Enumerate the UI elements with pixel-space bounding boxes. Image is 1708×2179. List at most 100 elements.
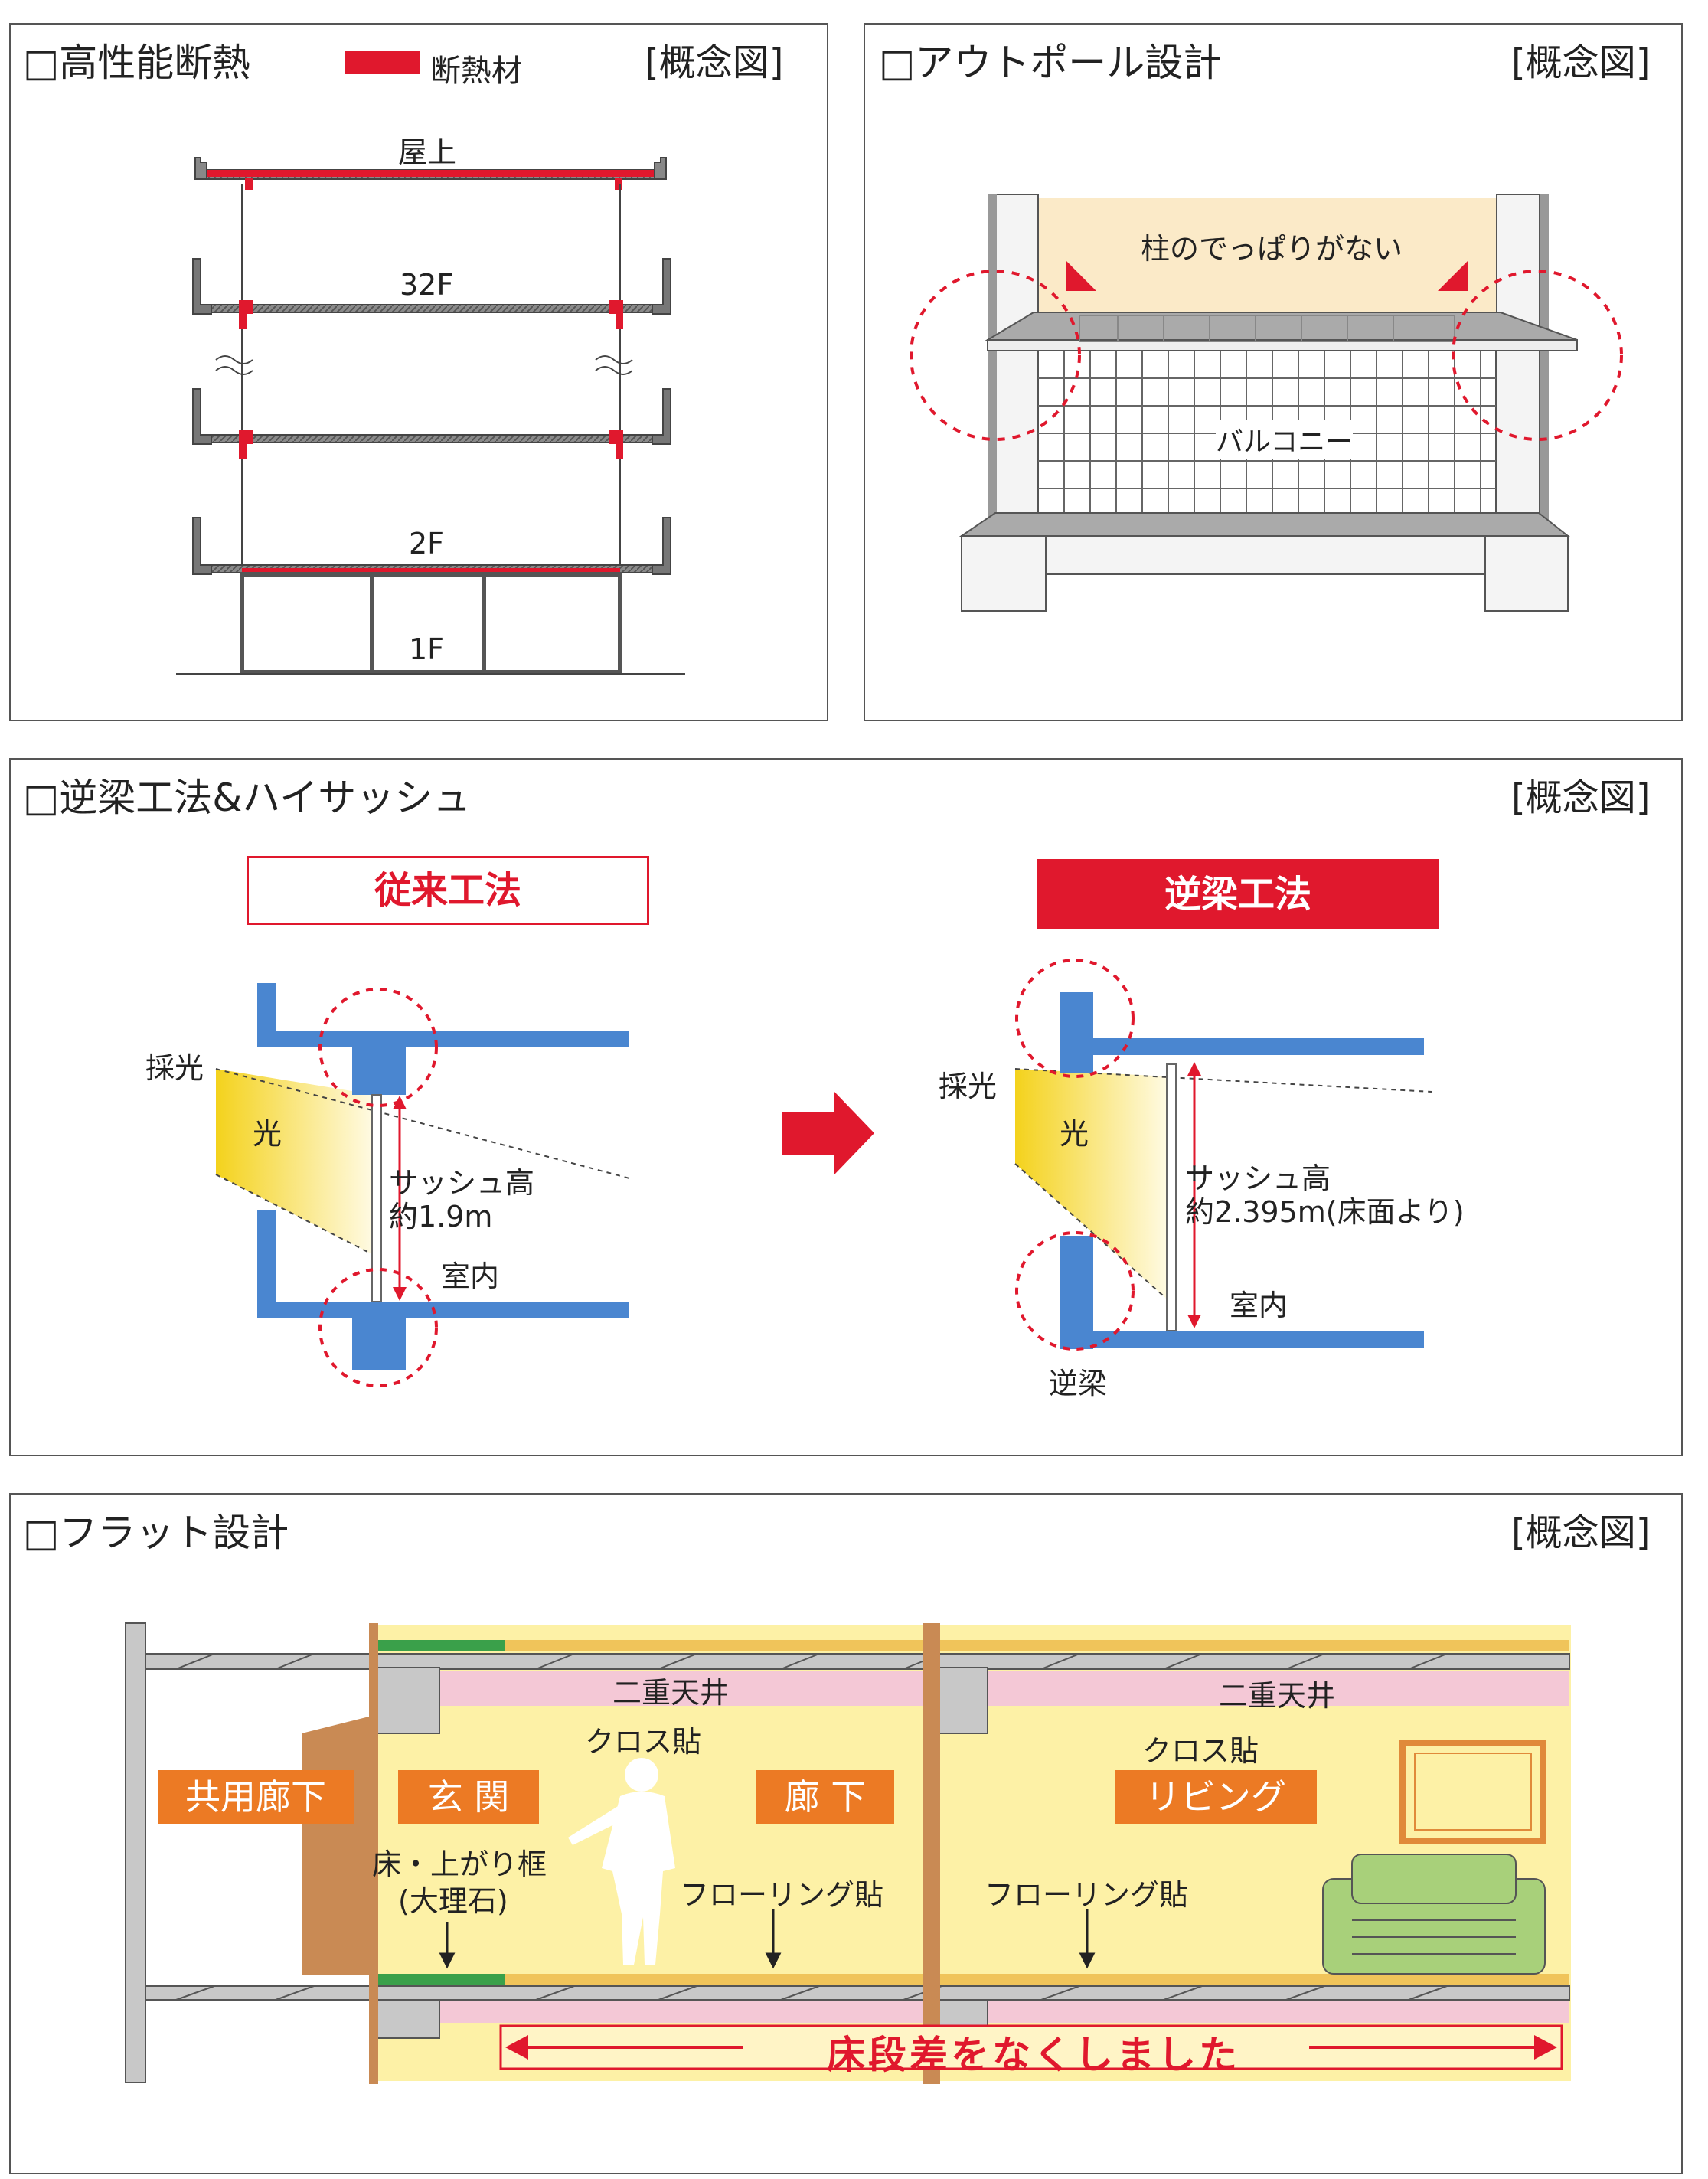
level-banner-arrowhead-left: [505, 2035, 528, 2060]
ceiling-band-living: [988, 1671, 1569, 1706]
outpole-column-right: [1496, 194, 1540, 537]
balcony-32f-right: [652, 258, 671, 315]
balcony-32f-left: [192, 258, 212, 315]
reverse-sash: [1166, 1063, 1177, 1331]
outpole-balcony-label: バルコニー: [1216, 420, 1354, 459]
reverse-heading: 逆梁工法: [1037, 859, 1439, 929]
roof-parapet-left: [194, 157, 207, 180]
beam-top-entrance: [370, 1667, 440, 1734]
conventional-highlight-bottom: [318, 1268, 438, 1387]
roof-insulation-col-left: [245, 178, 253, 190]
person-silhouette-icon: [568, 1758, 675, 1965]
flat-concept-label: [概念図]: [1511, 1511, 1651, 1554]
roof-parapet-right: [654, 157, 667, 180]
stone-label-line2: (大理石): [398, 1884, 508, 1918]
reverse-lower-beam: [1060, 1236, 1093, 1349]
conventional-light-dash: [215, 1068, 633, 1180]
conventional-upper-beam: [352, 1031, 406, 1095]
balcony-2f-right: [652, 517, 671, 575]
reverse-indoor-label: 室内: [1230, 1289, 1288, 1322]
floor-band-lower: [439, 2000, 1569, 2023]
roof-insulation: [203, 170, 658, 177]
wall-mid: [923, 1623, 940, 2084]
outpole-highlight-right: [1452, 270, 1623, 441]
break-mark-right: [595, 355, 633, 375]
insulation-mid-right: [609, 430, 623, 459]
beam-bottom-entrance: [370, 1999, 440, 2039]
cloth-label-1: クロス貼: [585, 1725, 702, 1759]
bottom-slab-hatch: [175, 1985, 1448, 2001]
balcony-2f-left: [192, 517, 212, 575]
picture-frame-inner: [1414, 1753, 1532, 1831]
conventional-light-label: 光: [253, 1117, 282, 1151]
outpole-footing-right: [1484, 535, 1569, 612]
outpole-column-left: [994, 194, 1039, 537]
top-green-strip: [375, 1640, 505, 1651]
bottom-slab: [140, 1985, 1570, 2001]
flat-title: □フラット設計: [23, 1511, 289, 1555]
conventional-lower-slab: [257, 1210, 629, 1318]
label-2f: 2F: [409, 527, 445, 560]
conventional-lighting-label: 採光: [145, 1051, 204, 1085]
break-mark-left: [215, 355, 253, 375]
conventional-lower-beam: [352, 1302, 406, 1370]
outpole-highlight-left: [910, 270, 1081, 441]
outpole-column-right-shade: [1540, 194, 1549, 536]
top-slab-hatch: [175, 1653, 1448, 1670]
reverse-beam-concept-label: [概念図]: [1511, 776, 1651, 819]
insulation-concept-label: [概念図]: [645, 41, 784, 84]
outpole-pointer-left: [1066, 260, 1096, 291]
conventional-light: [216, 1069, 375, 1256]
top-orange-strip: [505, 1640, 1569, 1651]
conventional-highlight-top: [318, 988, 438, 1107]
entrance-tag: 玄 関: [398, 1770, 539, 1824]
cloth-label-2: クロス貼: [1142, 1734, 1259, 1768]
floor-green-strip: [375, 1974, 505, 1985]
insulation-mid-left: [239, 430, 253, 459]
reverse-lower-slab: [1093, 1331, 1424, 1348]
reverse-sash-label: サッシュ高: [1185, 1161, 1331, 1195]
insulation-panel: [9, 23, 828, 721]
level-banner-text: 床段差をなくしました: [827, 2033, 1240, 2077]
outpole-window-grid: [1079, 315, 1455, 342]
reverse-light: [1015, 1069, 1170, 1302]
outpole-concept-label: [概念図]: [1511, 41, 1651, 84]
conventional-heading: 従来工法: [247, 856, 649, 925]
double-ceiling-label-2: 二重天井: [1219, 1679, 1336, 1713]
sofa-icon: [1322, 1854, 1546, 1975]
top-slab: [140, 1653, 1570, 1670]
reverse-highlight-top: [1015, 959, 1135, 1078]
reverse-light-dash-lower: [1014, 1163, 1171, 1302]
insulation-32f-left: [239, 300, 253, 329]
reverse-sash-value: 約2.395m(床面より): [1185, 1195, 1465, 1229]
living-tag: リビング: [1115, 1770, 1317, 1824]
roof-insulation-col-right: [615, 178, 622, 190]
outpole-column-left-shade: [988, 194, 997, 536]
insulation-title: □高性能断熱: [23, 41, 251, 85]
floor-1f-frame: [240, 572, 622, 675]
conventional-sash-label: サッシュ高: [389, 1166, 535, 1200]
flooring-label-2: フローリング貼: [985, 1878, 1189, 1912]
conventional-sash-value: 約1.9m: [389, 1200, 493, 1233]
flooring-label-1: フローリング貼: [680, 1878, 884, 1912]
entrance-door: [302, 1715, 375, 1975]
label-roof: 屋上: [398, 136, 457, 169]
picture-frame: [1399, 1740, 1546, 1844]
outpole-title: □アウトポール設計: [879, 41, 1222, 85]
reverse-light-label: 光: [1060, 1117, 1089, 1151]
reverse-beam-label: 逆梁: [1049, 1367, 1108, 1400]
insulation-32f-right: [609, 300, 623, 329]
ceiling-band-entrance: [439, 1671, 925, 1706]
outpole-caption: 柱のでっぱりがない: [1141, 232, 1403, 266]
insulation-legend-swatch: [345, 51, 420, 74]
hallway-tag: 廊 下: [756, 1770, 894, 1824]
balcony-mid-right: [652, 388, 671, 445]
outpole-footing-left: [961, 535, 1047, 612]
label-32f: 32F: [400, 268, 454, 302]
insulation-legend-label: 断熱材: [430, 54, 522, 89]
conventional-sash: [371, 1094, 382, 1302]
